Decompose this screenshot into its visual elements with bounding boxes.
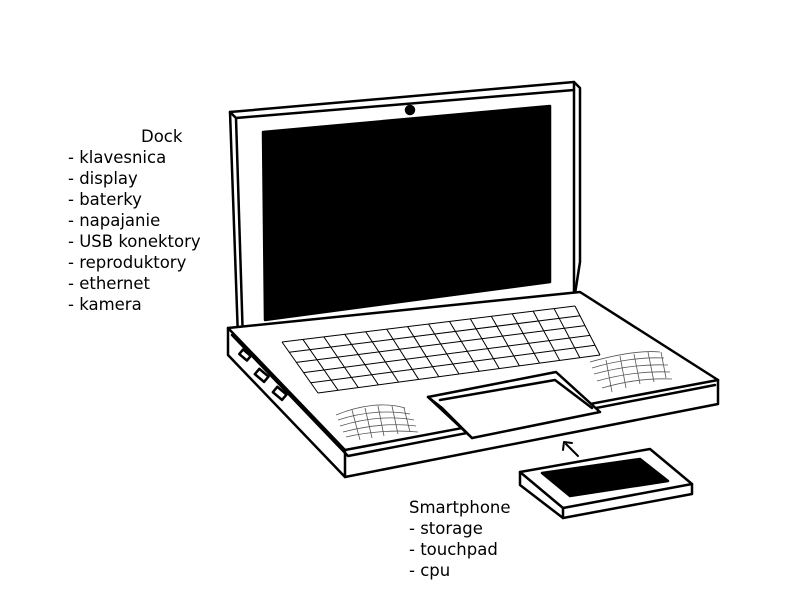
dock-feature: - ethernet	[68, 274, 151, 293]
keyboard-line	[407, 326, 440, 377]
laptop-base	[226, 290, 720, 479]
keyboard-line	[365, 331, 399, 383]
speaker-left	[335, 404, 419, 441]
smartphone-title: Smartphone	[409, 498, 511, 517]
keyboard-line	[448, 321, 480, 372]
smartphone-feature-list: - storage - touchpad - cpu	[409, 518, 511, 581]
smartphone-label-block: Smartphone - storage - touchpad - cpu	[409, 497, 511, 581]
dock-title: Dock	[141, 127, 183, 146]
smartphone-feature: - storage	[409, 519, 483, 538]
keyboard-line	[428, 323, 460, 375]
usb-port-3	[271, 385, 288, 402]
keyboard-line	[574, 305, 601, 356]
speaker-right	[589, 351, 673, 393]
keyboard-line	[344, 334, 379, 386]
keyboard-line	[281, 341, 319, 394]
smartphone-feature: - cpu	[409, 561, 451, 580]
smartphone-feature: - touchpad	[409, 540, 498, 559]
keyboard-line	[511, 313, 541, 364]
keyboard-line	[553, 308, 581, 358]
keyboard-line	[386, 328, 420, 380]
dock-feature: - klavesnica	[68, 148, 167, 167]
laptop-lid	[228, 80, 582, 344]
dock-feature-list: - klavesnica - display - baterky - napaj…	[68, 147, 201, 315]
keyboard-line	[469, 318, 500, 369]
dock-feature: - display	[68, 169, 138, 188]
keyboard	[281, 305, 601, 394]
insert-arrow	[562, 441, 579, 457]
smartphone-screen	[540, 457, 670, 498]
keyboard-line	[323, 336, 359, 388]
dock-label-block: Dock - klavesnica - display - baterky - …	[68, 126, 201, 315]
dock-feature: - USB konektory	[68, 232, 201, 251]
keyboard-line	[490, 316, 520, 367]
dock-feature: - napajanie	[68, 211, 161, 230]
display-screen	[261, 104, 552, 322]
smartphone	[518, 447, 694, 520]
usb-port-1	[237, 348, 253, 362]
usb-port-2	[253, 367, 270, 384]
keyboard-line	[532, 310, 561, 361]
keyboard-line	[302, 339, 339, 391]
dock-feature: - kamera	[68, 295, 142, 314]
camera-icon	[404, 104, 416, 116]
dock-feature: - reproduktory	[68, 253, 187, 272]
dock-feature: - baterky	[68, 190, 142, 209]
